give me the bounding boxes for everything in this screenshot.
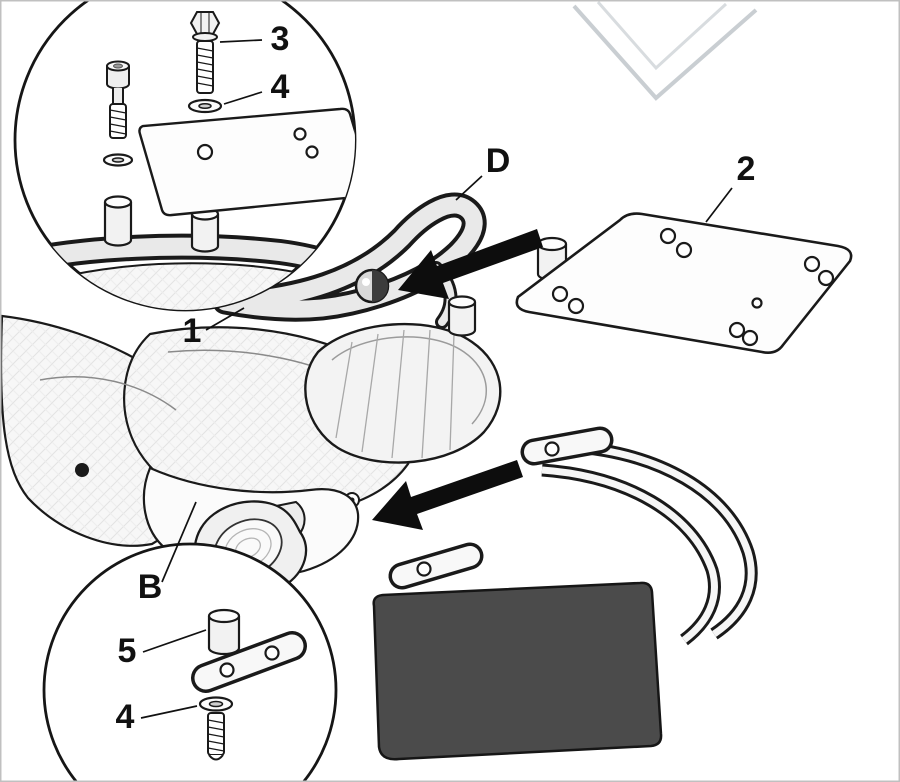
top-case-baseplate-cover	[372, 581, 663, 761]
bracket-tab-1-fill	[524, 430, 610, 462]
side-case-bracket	[388, 426, 758, 646]
detail-bubble-bottom-ring	[42, 542, 338, 782]
leader-d	[455, 175, 483, 201]
grab-rail-tube-fill	[216, 196, 483, 318]
callout-label-2: 2	[737, 150, 756, 188]
plate-holes	[551, 227, 835, 347]
bracket-tube-2-fill	[541, 466, 718, 643]
washer-part-4-bottom	[198, 696, 234, 712]
callout-label-5: 5	[118, 632, 137, 670]
bracket-tab-2-hole	[416, 561, 432, 577]
spacer-part-5	[207, 608, 241, 656]
strap-hole-2	[264, 645, 280, 661]
direction-arrows	[372, 229, 543, 530]
spacer-right	[190, 207, 220, 253]
background-watermark-chevron	[572, 1, 758, 101]
leader-4-bottom	[140, 705, 198, 719]
tail-light-lens-ribs	[335, 329, 455, 459]
plate-outline	[515, 212, 853, 354]
top-case-mounting-plate	[447, 212, 853, 354]
rail-pivot-dark-half	[372, 270, 388, 302]
washer-part-4	[187, 98, 223, 114]
mounting-bracket-plate	[138, 107, 355, 217]
watermark-outer-line	[572, 4, 758, 101]
leader-2	[705, 187, 733, 223]
callout-labels: 3 4 D 2 1 B 5 4	[116, 20, 756, 736]
leader-5	[142, 629, 207, 653]
leader-3	[219, 39, 263, 43]
tail-light-housing	[304, 322, 502, 464]
callout-leader-lines	[140, 39, 733, 719]
washer-left	[102, 153, 134, 167]
detail-bubble-bottom-content	[191, 608, 307, 761]
leader-1	[205, 307, 245, 331]
plate-spacer-2	[447, 295, 477, 337]
panel-seam-line	[39, 376, 177, 411]
bracket-tab-1-hole	[544, 441, 560, 457]
bolt-downward	[207, 712, 225, 761]
grab-rail	[212, 192, 487, 329]
tail-light-lens-edge	[331, 336, 487, 425]
tail-light	[304, 322, 502, 508]
detail-bubble-top	[13, 0, 357, 312]
spacer-left	[103, 195, 133, 247]
callout-label-d: D	[486, 142, 511, 180]
arrow-lower-icon	[372, 460, 523, 530]
strap-hole-1	[219, 662, 235, 678]
callout-label-1: 1	[183, 312, 202, 350]
callout-label-3: 3	[271, 20, 290, 58]
socket-bolt-icon	[106, 60, 130, 139]
watermark-inner-line	[596, 1, 728, 71]
callout-label-4-bottom: 4	[116, 698, 135, 736]
panel-bolt-icon	[75, 463, 89, 477]
arrow-upper-icon	[398, 229, 543, 299]
callout-label-b: B	[138, 568, 163, 606]
leader-4-top	[223, 91, 263, 105]
rail-pivot-dot	[362, 278, 370, 286]
detail-bubble-bottom	[42, 542, 338, 782]
callout-label-4-top: 4	[271, 68, 290, 106]
bracket-tab-2-fill	[392, 546, 480, 586]
leader-b	[161, 501, 197, 583]
bracket-plate-holes	[196, 127, 319, 161]
bracket-tube-1-fill	[565, 442, 755, 637]
hex-bolt-part-3	[189, 11, 221, 94]
